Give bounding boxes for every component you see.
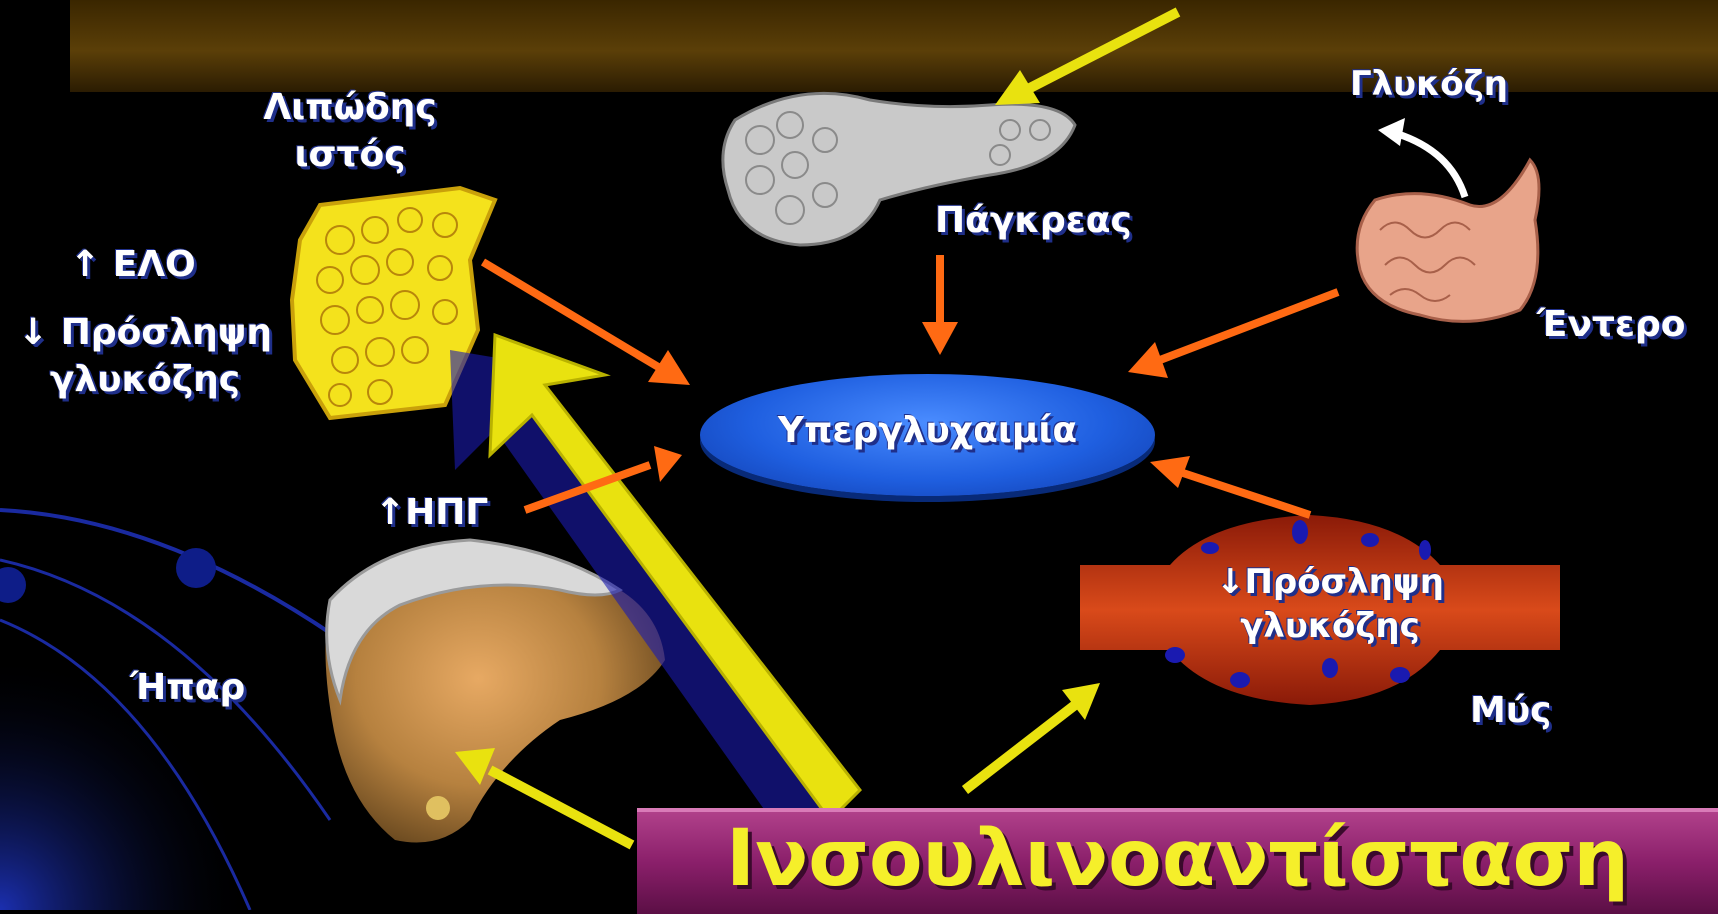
adipose-tissue-label: Λιπώδης ιστός [245, 85, 455, 179]
intestine-image [1357, 160, 1539, 321]
arrow-to-pancreas [995, 12, 1178, 105]
arrow-to-muscle [965, 683, 1100, 790]
muscle-label: Μύς [1470, 688, 1551, 735]
hyperglycemia-label: Υπεργλυχαιμία [700, 408, 1155, 455]
arrow-muscle-to-hyperglycemia [1150, 456, 1310, 515]
glucose-absorption-arrow [1378, 118, 1465, 197]
pancreas-label: Πάγκρεας [935, 198, 1132, 245]
elo-label: ↑ ΕΛΟ [70, 242, 196, 289]
liver-label: Ήπαρ [130, 665, 245, 712]
arrow-intestine-to-hyperglycemia [1128, 292, 1338, 378]
arrow-pancreas-to-hyperglycemia [922, 255, 958, 355]
hpg-label: ↑ΗΠΓ [375, 490, 488, 537]
insulin-resistance-label: Ινσουλινοαντίσταση [637, 808, 1718, 910]
left-glucose-uptake-label: ↓ Πρόσληψη γλυκόζης [5, 310, 285, 404]
intestine-label: Έντερο [1537, 302, 1685, 349]
glucose-label: Γλυκόζη [1350, 62, 1508, 106]
muscle-glucose-uptake-label: ↓Πρόσληψη γλυκόζης [1200, 560, 1460, 648]
